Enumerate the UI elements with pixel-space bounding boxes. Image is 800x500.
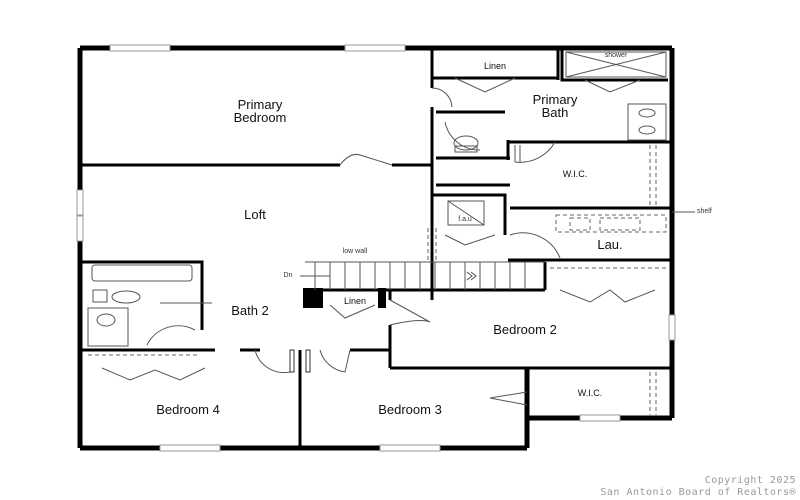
room-label-bedroom2: Bedroom 2 [493, 322, 557, 337]
room-label-bedroom4: Bedroom 4 [156, 402, 220, 417]
shower-label: shower [604, 52, 628, 59]
primary-bedroom-line1: Primary [237, 97, 283, 112]
room-label-bedroom3: Bedroom 3 [378, 402, 442, 417]
room-label-loft: Loft [244, 207, 266, 222]
copyright-notice: Copyright 2025 San Antonio Board of Real… [600, 475, 796, 498]
primary-bedroom-line2: Bedroom [233, 110, 287, 125]
room-label-wic-primary: W.I.C. [562, 169, 588, 179]
room-label-primary-bedroom: Primary Bedroom [195, 98, 325, 124]
room-label-linen-hall: Linen [343, 296, 367, 306]
room-label-primary-bath: Primary Bath [520, 93, 590, 119]
room-label-linen-primary: Linen [483, 61, 507, 71]
room-label-wic-bedroom2: W.I.C. [577, 388, 603, 398]
primary-bath-line1: Primary [532, 92, 578, 107]
room-label-bath2: Bath 2 [231, 303, 269, 318]
copyright-line1: Copyright 2025 [704, 475, 796, 486]
copyright-line2: San Antonio Board of Realtors® [600, 486, 796, 498]
shelf-label: shelf [697, 208, 712, 215]
stairs-down-label: Dn [283, 272, 293, 279]
low-wall-label: low wall [342, 248, 368, 255]
fau-label: f.a.u [458, 216, 472, 223]
primary-bath-line2: Bath [541, 105, 569, 120]
room-label-laundry: Lau. [597, 237, 623, 252]
